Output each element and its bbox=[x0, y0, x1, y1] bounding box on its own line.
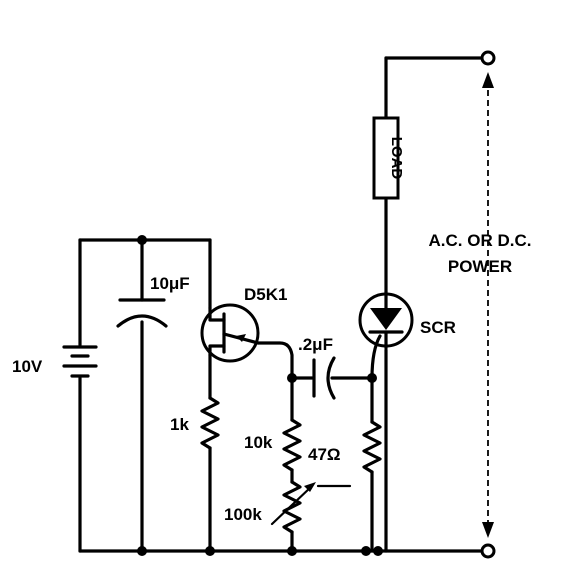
scr-label: SCR bbox=[420, 318, 456, 337]
c1-symbol bbox=[116, 298, 168, 328]
ujt-symbol bbox=[200, 303, 260, 363]
pot-symbol bbox=[270, 480, 352, 534]
junctions bbox=[137, 235, 383, 556]
power-arrow bbox=[482, 72, 494, 538]
junction-dot bbox=[373, 546, 383, 556]
junction-dot bbox=[205, 546, 215, 556]
bottom-terminal bbox=[480, 543, 496, 559]
junction-dot bbox=[367, 373, 377, 383]
c1-label: 10μF bbox=[150, 274, 190, 293]
load-box bbox=[372, 116, 400, 200]
r1-label: 1k bbox=[170, 415, 189, 434]
pot-label: 100k bbox=[224, 505, 262, 524]
r2-resistor bbox=[282, 418, 302, 472]
junction-dot bbox=[137, 235, 147, 245]
wires bbox=[78, 56, 485, 553]
ujt-label: D5K1 bbox=[244, 285, 287, 304]
r2-label: 10k bbox=[244, 433, 273, 452]
c2-label: .2μF bbox=[298, 335, 333, 354]
junction-dot bbox=[287, 546, 297, 556]
battery-label: 10V bbox=[12, 357, 43, 376]
r1-resistor bbox=[200, 396, 220, 450]
power-label-line2: POWER bbox=[448, 257, 512, 276]
junction-dot bbox=[287, 373, 297, 383]
top-terminal bbox=[480, 50, 496, 66]
junction-dot bbox=[137, 546, 147, 556]
r3-label: 47Ω bbox=[308, 445, 341, 464]
load-label: LOAD bbox=[388, 137, 405, 180]
c2-symbol bbox=[312, 356, 336, 400]
r3-resistor bbox=[362, 420, 382, 474]
power-label-line1: A.C. OR D.C. bbox=[429, 231, 532, 250]
junction-dot bbox=[361, 546, 371, 556]
battery-symbol bbox=[62, 345, 98, 378]
emitter-wire bbox=[256, 341, 294, 380]
scr-symbol bbox=[358, 290, 414, 350]
power-terminals bbox=[480, 50, 496, 559]
